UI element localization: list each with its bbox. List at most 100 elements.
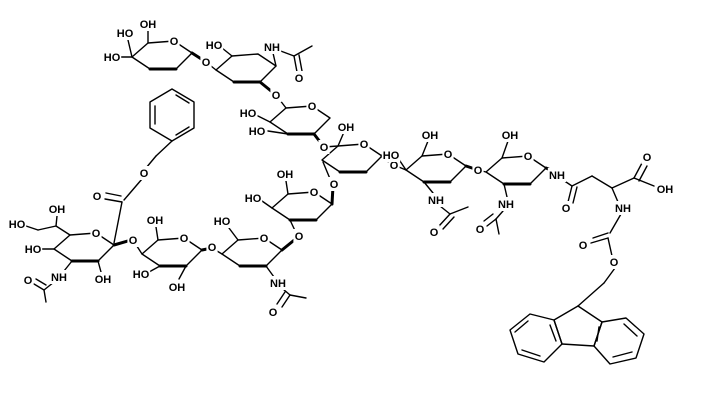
atom-label-bg [247,124,267,138]
atom-label-bg [47,202,67,216]
atom-label: NH [428,195,444,207]
bond-line [501,140,509,159]
ring-gal-top [131,40,193,70]
bond-line [449,206,469,215]
atom-label-bg [138,17,158,31]
atom-label: O [93,191,102,203]
bond-line [611,187,619,203]
bond-line [591,175,613,189]
atom-label: OH [95,274,112,286]
atom-label-bg [547,168,567,182]
atom-label: NH [615,203,631,215]
atom-label-bg [522,149,534,163]
atom-label: O [260,233,269,245]
bond-line [25,225,39,231]
ring-man-core [321,143,383,173]
atom-label-bg [49,270,69,284]
bond-line [423,181,434,194]
ring-glcnac-lower [221,237,283,267]
atom-label-bg [293,71,305,85]
bond-line [486,218,497,227]
bond-line [521,349,541,357]
bond-line [175,94,190,104]
bond-line [572,186,578,204]
atom-label-bg [102,50,122,64]
bond-line [607,237,613,257]
atom-label-bg [167,280,187,294]
atom-label-bg [267,305,279,319]
atom-label: O [474,165,483,177]
atom-label-bg [258,231,270,245]
atom-label: O [310,187,319,199]
bond-line [561,343,595,347]
bond-line [553,319,563,345]
atom-label: OH [277,169,294,181]
bond-line [35,278,47,286]
atom-label-bg [204,38,224,52]
bond-line [298,54,303,72]
bond-line [596,326,600,342]
bond-line [155,226,159,241]
bond-line [175,126,190,136]
bond-line [55,225,71,236]
bond-line [63,260,73,272]
atom-label-bg [577,238,589,252]
bond-line [55,215,58,227]
atom-label-bg [7,217,27,231]
atom-label-bg [306,99,318,113]
atom-label-bg [318,140,330,154]
atom-label: O [476,224,485,236]
atom-label-bg [655,182,675,196]
atom-label: O [272,90,281,102]
atom-label-bg [115,26,135,40]
atom-label: O [92,228,101,240]
bond-line [293,45,313,57]
atom-label-bg [608,255,620,269]
atom-label-bg [91,189,103,203]
atom-label: O [562,203,571,215]
atom-label-bg [168,34,180,48]
atom-label: O [610,257,619,269]
bond-line [603,267,616,284]
atom-label: OH [422,130,439,142]
bond-line [148,265,161,273]
atom-label: NH [264,42,280,54]
atom-label: O [320,142,329,154]
atom-label: OH [147,215,164,227]
atom-label: HO [133,269,150,281]
atom-label: HO [240,108,257,120]
atom-label-bg [131,267,151,281]
bond-line [261,200,273,209]
bond-line [609,213,622,234]
bond-line [421,140,429,157]
bond-line [37,225,57,231]
atom-label-bg [22,273,34,287]
bond-line [33,283,45,291]
atom-label: OH [338,122,355,134]
atom-label: OH [502,130,519,142]
atom-label-bg [90,226,102,240]
atom-label: HO [206,40,223,52]
atom-label: O [269,307,278,319]
atom-label: O [202,57,211,69]
bond-line [289,294,307,299]
bond-line [257,115,271,123]
atom-label-bg [641,150,653,164]
atom-label-bg [328,177,340,191]
atom-label: O [295,231,304,243]
atom-label: HO [117,28,134,40]
bond-line [285,180,289,195]
atom-label-bg [496,197,516,211]
atom-label-bg [178,231,190,245]
atom-label: HO [249,126,266,138]
atom-label-bg [420,128,440,142]
bond-line [623,323,638,337]
atom-label: NH [498,199,514,211]
bond-line [633,177,655,187]
bond-line [514,320,529,333]
atom-label-bg [308,185,320,199]
atom-label-bg [560,201,572,215]
atom-label: O [643,152,652,164]
atom-label-bg [212,214,232,228]
